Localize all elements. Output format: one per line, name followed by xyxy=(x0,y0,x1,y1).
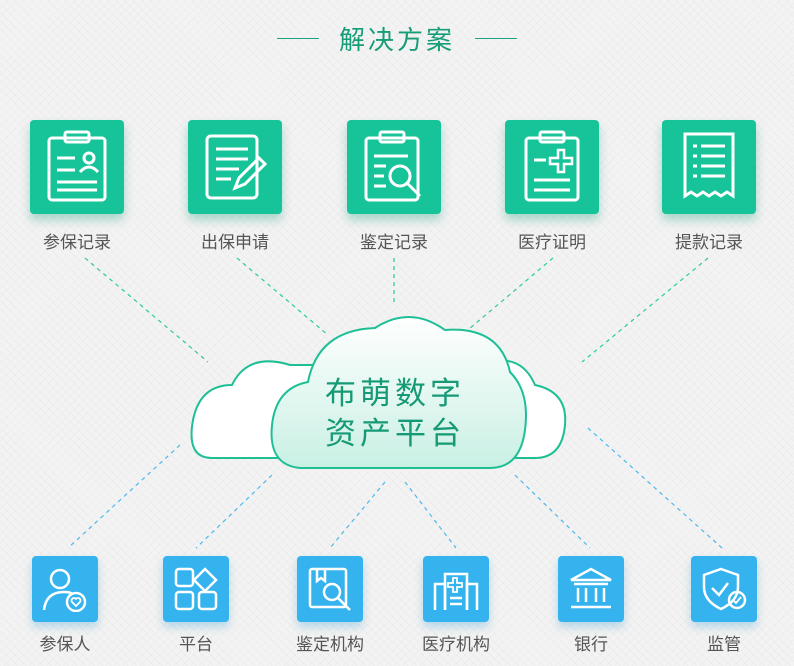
medical-institution-card[interactable] xyxy=(423,556,489,622)
platform-card[interactable] xyxy=(163,556,229,622)
clipboard-medical-icon xyxy=(524,130,580,202)
label-insured-person: 参保人 xyxy=(39,635,91,655)
book-search-icon xyxy=(308,567,351,611)
label-appraisal-record: 鉴定记录 xyxy=(360,233,428,253)
grid-apps-icon xyxy=(174,567,218,611)
title-left-line xyxy=(276,37,319,39)
section-header: 解决方案 xyxy=(0,18,794,58)
label-withdrawal-record: 提款记录 xyxy=(675,233,743,253)
insured-person-card[interactable] xyxy=(32,556,98,622)
link-bot-2 xyxy=(195,474,273,549)
label-platform: 平台 xyxy=(179,635,213,655)
platform-name-line2: 资产平台 xyxy=(325,416,465,452)
label-regulator: 监管 xyxy=(707,635,741,655)
platform-name-line1: 布萌数字 xyxy=(325,376,465,412)
receipt-icon xyxy=(683,132,735,199)
appraisal-agency-card[interactable] xyxy=(297,556,363,622)
claim-application-card[interactable] xyxy=(188,120,282,214)
label-appraisal-agency: 鉴定机构 xyxy=(296,635,364,655)
label-insurance-record: 参保记录 xyxy=(43,233,111,253)
link-top-5 xyxy=(581,257,709,363)
insurance-record-card[interactable] xyxy=(30,120,124,214)
document-edit-icon xyxy=(205,134,267,200)
link-top-1 xyxy=(84,257,209,363)
regulator-card[interactable] xyxy=(691,556,757,622)
page-title: 解决方案 xyxy=(338,25,455,56)
link-bot-1 xyxy=(67,444,181,549)
link-bot-5 xyxy=(514,474,591,549)
hospital-icon xyxy=(433,572,479,610)
link-top-2 xyxy=(236,257,329,336)
medical-certificate-card[interactable] xyxy=(505,120,599,214)
clipboard-search-icon xyxy=(364,130,422,202)
label-medical-institution: 医疗机构 xyxy=(422,635,490,655)
link-top-4 xyxy=(461,257,554,336)
shield-check-icon xyxy=(702,567,747,611)
appraisal-record-card[interactable] xyxy=(347,120,441,214)
link-bot-4 xyxy=(404,481,457,549)
label-medical-certificate: 医疗证明 xyxy=(518,233,586,253)
bank-card[interactable] xyxy=(558,556,624,622)
withdrawal-record-card[interactable] xyxy=(662,120,756,214)
label-claim-application: 出保申请 xyxy=(201,233,269,253)
title-right-line xyxy=(475,37,517,39)
bank-icon xyxy=(570,567,612,609)
link-bot-3 xyxy=(329,481,386,549)
person-heart-icon xyxy=(42,568,87,612)
link-bot-6 xyxy=(587,427,723,549)
cloud-shape xyxy=(190,316,567,469)
label-bank: 银行 xyxy=(574,635,608,655)
clipboard-person-icon xyxy=(47,130,107,202)
